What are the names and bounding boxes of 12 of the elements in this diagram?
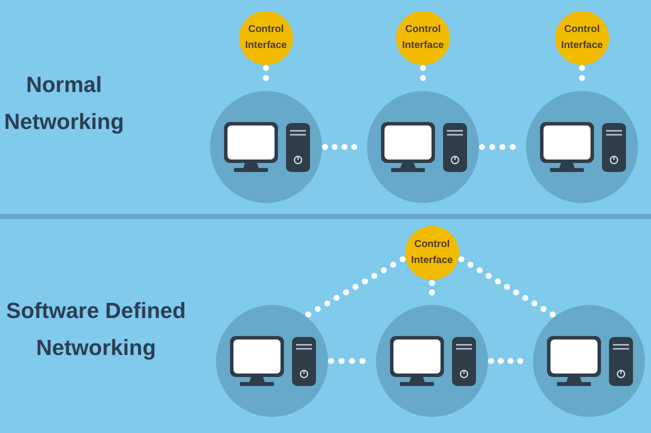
node-label: Control Interface [401, 23, 445, 53]
control-interface-circle [396, 11, 450, 65]
section-heading: Normal Networking [3, 71, 125, 136]
node-label: Control Interface [560, 23, 604, 53]
control-interface-circle [239, 11, 293, 65]
node-label: Control Interface [244, 23, 288, 53]
dotted-connector [458, 256, 556, 318]
section-heading: Software Defined Networking [5, 297, 187, 362]
control-interface-circle [405, 226, 459, 280]
node-label: Control Interface [410, 238, 454, 268]
control-interface-circle [555, 11, 609, 65]
dotted-connector [305, 256, 406, 318]
